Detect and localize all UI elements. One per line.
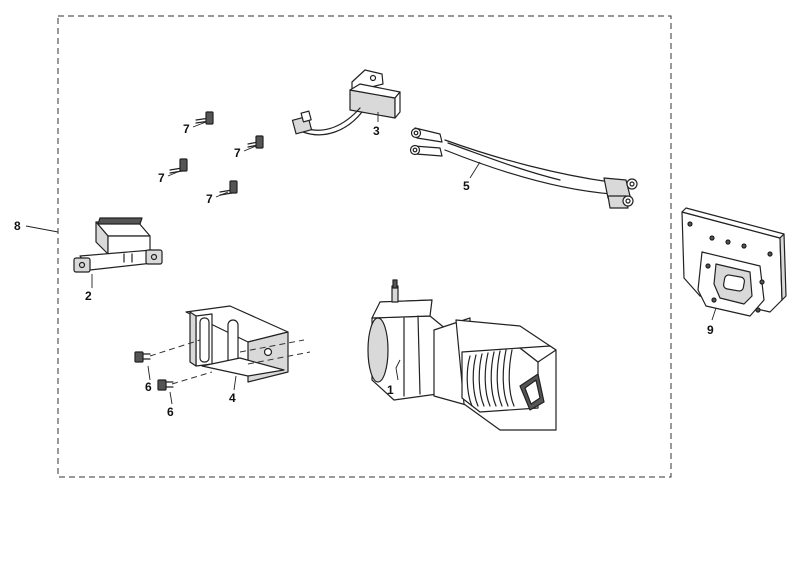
part-7-bolt-3 xyxy=(169,158,188,174)
callout-7b: 7 xyxy=(234,146,241,160)
drum-cable-windings xyxy=(466,349,515,407)
callout-6a: 6 xyxy=(145,380,152,394)
part-4-roller-fairlead xyxy=(149,305,311,385)
kit-boundary-box xyxy=(57,15,672,478)
part-7-bolt-1 xyxy=(195,111,214,125)
callout-6b: 6 xyxy=(167,405,174,419)
callout-7d: 7 xyxy=(206,192,213,206)
callout-4: 4 xyxy=(229,391,236,405)
part-5-battery-cable xyxy=(409,127,638,209)
callout-1: 1 xyxy=(387,383,394,397)
part-2-contactor-relay xyxy=(73,217,163,273)
callout-7c: 7 xyxy=(158,171,165,185)
part-7-bolt-4 xyxy=(219,180,238,196)
callout-2: 2 xyxy=(85,289,92,303)
part-6-bolt-1 xyxy=(134,351,151,363)
callout-5: 5 xyxy=(463,179,470,193)
leader-lines xyxy=(25,112,717,405)
part-3-remote-socket xyxy=(291,69,401,136)
part-6-bolt-2 xyxy=(157,379,174,391)
callout-9: 9 xyxy=(707,323,714,337)
callout-3: 3 xyxy=(373,124,380,138)
part-1-winch xyxy=(367,279,557,431)
part-9-mounting-plate xyxy=(681,207,787,317)
callout-7a: 7 xyxy=(183,122,190,136)
callout-8: 8 xyxy=(14,219,21,233)
part-7-bolt-2 xyxy=(247,135,264,149)
